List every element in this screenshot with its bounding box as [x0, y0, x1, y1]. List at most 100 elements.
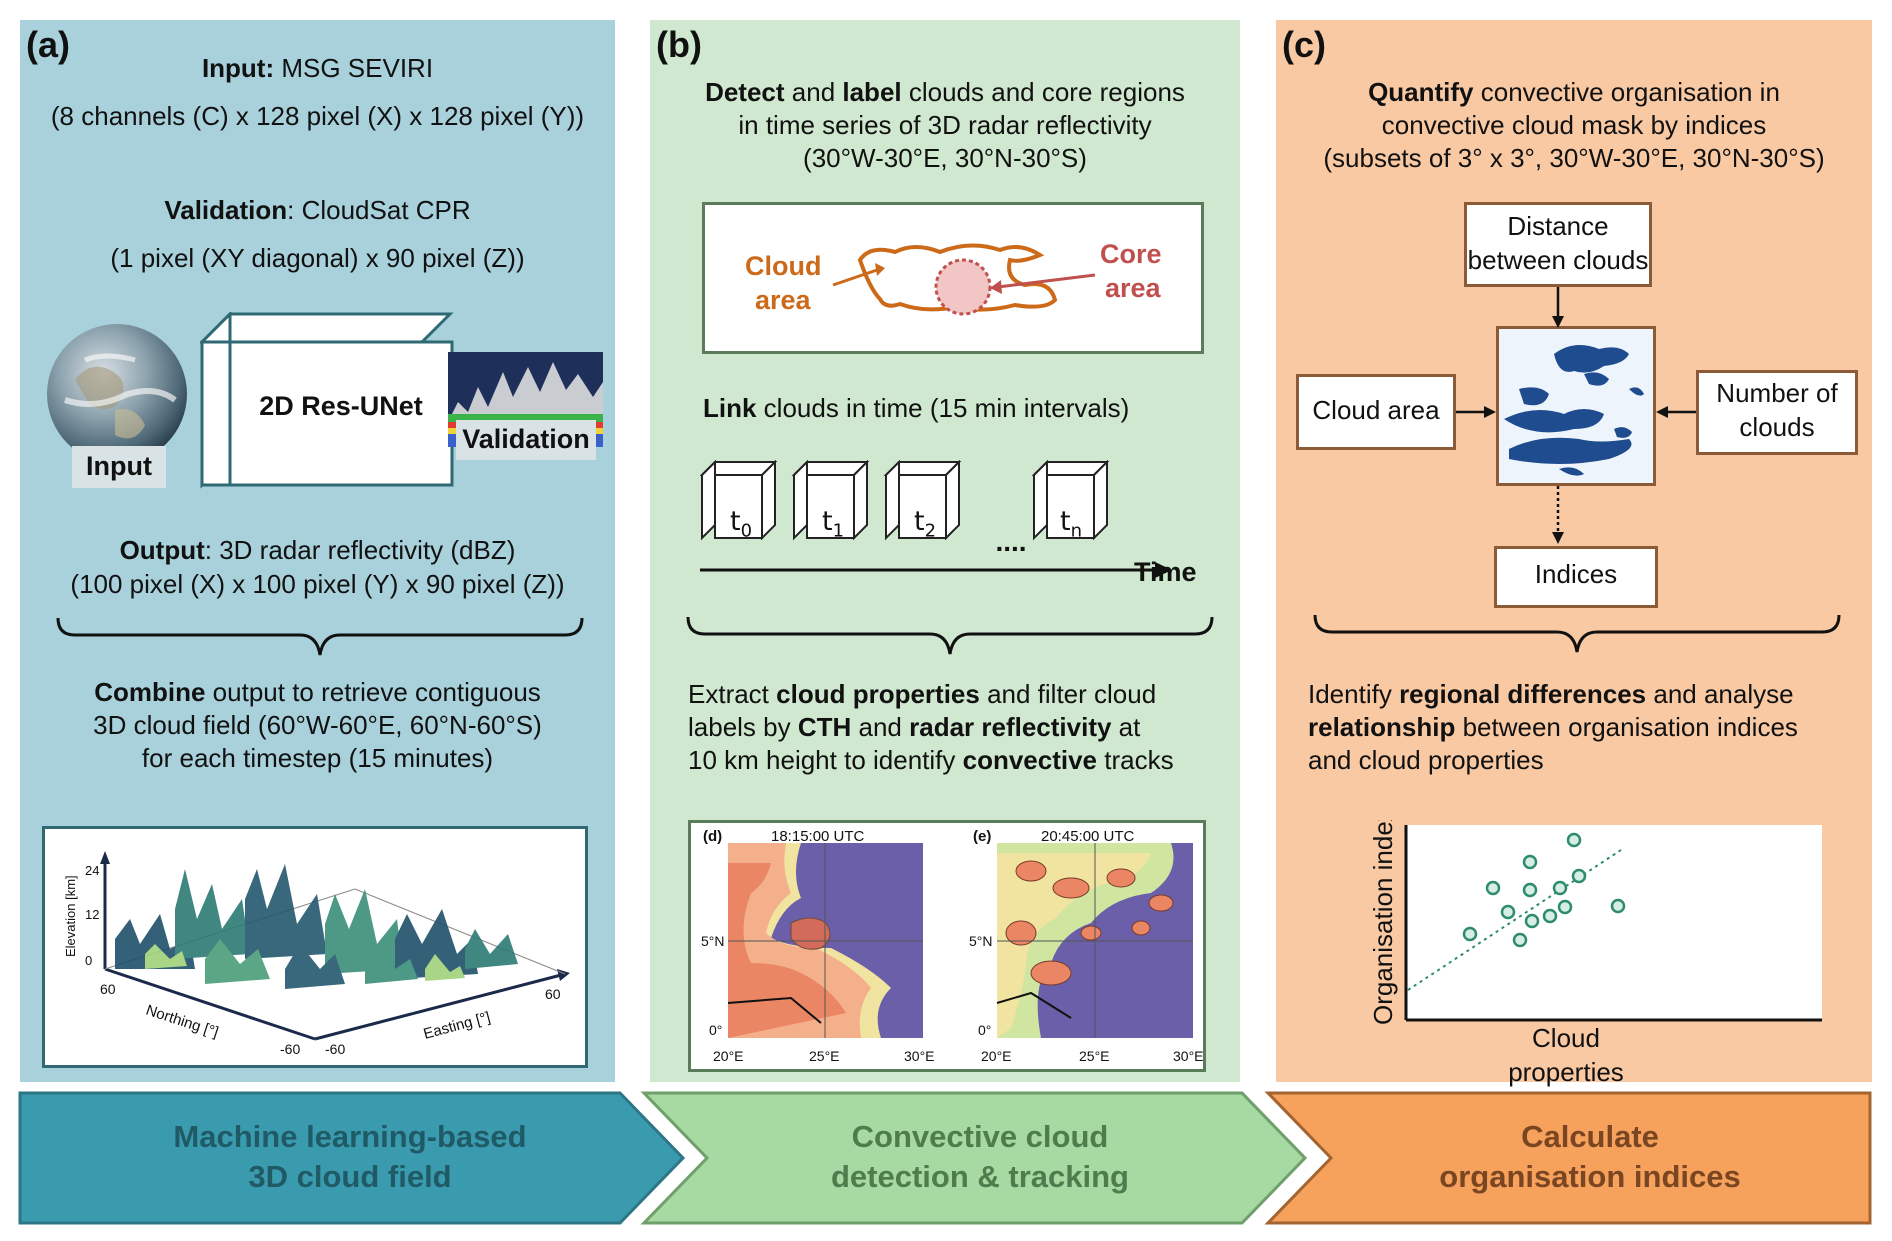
- input-line: Input: MSG SEVIRI: [201, 53, 434, 83]
- cloud-mask-svg: [1499, 329, 1653, 483]
- identify-line1: Identify regional differences and analys…: [1308, 679, 1794, 709]
- arrow-c-shape: [1264, 1091, 1872, 1225]
- identify-line2: relationship between organisation indice…: [1308, 712, 1798, 742]
- scatter-plot: Organisation index: [1368, 820, 1822, 1025]
- panel-c: (c) Quantify convective organisation in …: [1276, 20, 1872, 1087]
- time-dots: ....: [995, 526, 1027, 557]
- map-d-tag: (d): [703, 828, 722, 845]
- input-dims: (8 channels (C) x 128 pixel (X) x 128 pi…: [50, 101, 585, 131]
- scatter-xlabel1: Cloud: [1532, 1023, 1600, 1053]
- map-d-ytick-0: 0°: [709, 1022, 722, 1038]
- cloud-mask-box: [1496, 326, 1656, 486]
- core-area-label1: Core: [1100, 239, 1162, 269]
- map-e-ytick-5n: 5°N: [969, 933, 993, 949]
- z-tick-12: 12: [85, 907, 99, 922]
- panel-b-label: (b): [656, 24, 702, 65]
- res-unet-box: [200, 312, 454, 489]
- quantify-line1: Quantify convective organisation in: [1368, 77, 1780, 107]
- process-arrows: [18, 1091, 1872, 1225]
- cloud-core-svg: Cloud area Core area: [745, 239, 1162, 316]
- detect-line1: Detect and label clouds and core regions: [705, 77, 1185, 107]
- northing-tick-60: 60: [100, 981, 116, 997]
- quantify-line2: convective cloud mask by indices: [1381, 110, 1767, 140]
- z-axis-label: Elevation [km]: [63, 875, 78, 957]
- cube-t1-label: t1: [821, 506, 845, 542]
- z-tick-24: 24: [85, 863, 99, 878]
- map-d-ytick-5n: 5°N: [701, 933, 725, 949]
- panel-c-label: (c): [1282, 24, 1326, 65]
- map-e-ytick-0: 0°: [978, 1022, 991, 1038]
- map-e-xtick-30: 30°E: [1173, 1048, 1203, 1064]
- map-d-xtick-20: 20°E: [713, 1048, 744, 1064]
- cube-t2-label: t2: [913, 506, 937, 542]
- cloud-area-box: [1296, 374, 1456, 450]
- z-tick-0: 0: [85, 953, 92, 968]
- map-e-xtick-25: 25°E: [1079, 1048, 1110, 1064]
- easting-tick-neg60: -60: [325, 1041, 345, 1057]
- cube-t0: [700, 460, 778, 541]
- cloud-field-svg: Elevation [km] 24 12 0 60 -60 -60 60 Nor…: [63, 851, 570, 1057]
- cube-tn-label: tn: [1059, 506, 1082, 542]
- indices-label: Indices: [1534, 559, 1618, 589]
- cloud-area-label: Cloud area: [1312, 395, 1440, 425]
- quantify-line3: (subsets of 3° x 3°, 30°W-30°E, 30°N-30°…: [1323, 143, 1825, 173]
- arrow-a-shape: [18, 1091, 686, 1225]
- extract-line2: labels by CTH and radar reflectivity at: [688, 712, 1141, 742]
- scatter-points: [1462, 832, 1626, 948]
- brace-b: [686, 616, 1214, 655]
- cube-tn: [1032, 460, 1110, 541]
- map-e-tag: (e): [973, 828, 991, 845]
- brace-a: [56, 617, 584, 656]
- time-cubes: [700, 460, 962, 541]
- output-dims: (100 pixel (X) x 100 pixel (Y) x 90 pixe…: [70, 569, 565, 599]
- model-label: 2D Res-UNet: [259, 391, 423, 421]
- panel-a-label: (a): [26, 24, 70, 65]
- combine-line2: 3D cloud field (60°W-60°E, 60°N-60°S): [93, 710, 542, 740]
- number-label2: clouds: [1739, 412, 1815, 442]
- distance-label1: Distance: [1507, 211, 1609, 241]
- output-line: Output: 3D radar reflectivity (dBZ): [119, 535, 516, 565]
- cloud-area-label1: Cloud: [745, 251, 821, 281]
- easting-tick-60: 60: [545, 986, 561, 1002]
- map-d-xtick-25: 25°E: [809, 1048, 840, 1064]
- cube-t2: [883, 460, 962, 541]
- cloud-field-plot: Elevation [km] 24 12 0 60 -60 -60 60 Nor…: [42, 826, 588, 1068]
- cube-t0-label: t0: [729, 506, 753, 542]
- cloud-area-label2: area: [755, 285, 812, 315]
- scatter-xlabel2: properties: [1508, 1057, 1624, 1087]
- link-line: Link clouds in time (15 min intervals): [703, 393, 1130, 423]
- cloud-core-box: Cloud area Core area: [702, 202, 1204, 354]
- easting-label: Easting [°]: [422, 1009, 493, 1043]
- panel-a: (a) Input: MSG SEVIRI (8 channels (C) x …: [20, 20, 615, 1082]
- indices-box: [1494, 546, 1658, 608]
- cube-t1: [791, 460, 870, 541]
- brace-c: [1313, 614, 1841, 653]
- map-e-xtick-20: 20°E: [981, 1048, 1012, 1064]
- validation-label-bg: [456, 420, 596, 460]
- number-box: [1696, 370, 1858, 455]
- extract-line1: Extract cloud properties and filter clou…: [688, 679, 1157, 709]
- distance-box: [1464, 202, 1652, 287]
- scatter-ylabel: Organisation index: [1368, 820, 1398, 1025]
- northing-tick-neg60: -60: [280, 1041, 300, 1057]
- maps-svg: (d) 18:15:00 UTC 5°N 0° 20°E 25°E 30°E: [701, 828, 1204, 1064]
- core-area-label2: area: [1105, 273, 1162, 303]
- arrow-b-shape: [640, 1091, 1308, 1225]
- northing-label: Northing [°]: [144, 1002, 221, 1041]
- panel-b: (b) Detect and label clouds and core reg…: [650, 20, 1240, 1082]
- detect-line3: (30°W-30°E, 30°N-30°S): [803, 143, 1087, 173]
- time-arrow: [700, 562, 1172, 578]
- validation-dims: (1 pixel (XY diagonal) x 90 pixel (Z)): [110, 243, 525, 273]
- extract-line3: 10 km height to identify convective trac…: [688, 745, 1174, 775]
- panel-c-arrows: [1456, 287, 1696, 544]
- cloud-columns: [115, 864, 518, 989]
- validation-label: Validation: [462, 424, 590, 454]
- validation-line: Validation: CloudSat CPR: [164, 195, 471, 225]
- globe-label-bg: [72, 446, 166, 488]
- maps-box: (d) 18:15:00 UTC 5°N 0° 20°E 25°E 30°E: [688, 820, 1206, 1072]
- time-label: Time: [1134, 557, 1197, 587]
- combine-line3: for each timestep (15 minutes): [141, 743, 494, 773]
